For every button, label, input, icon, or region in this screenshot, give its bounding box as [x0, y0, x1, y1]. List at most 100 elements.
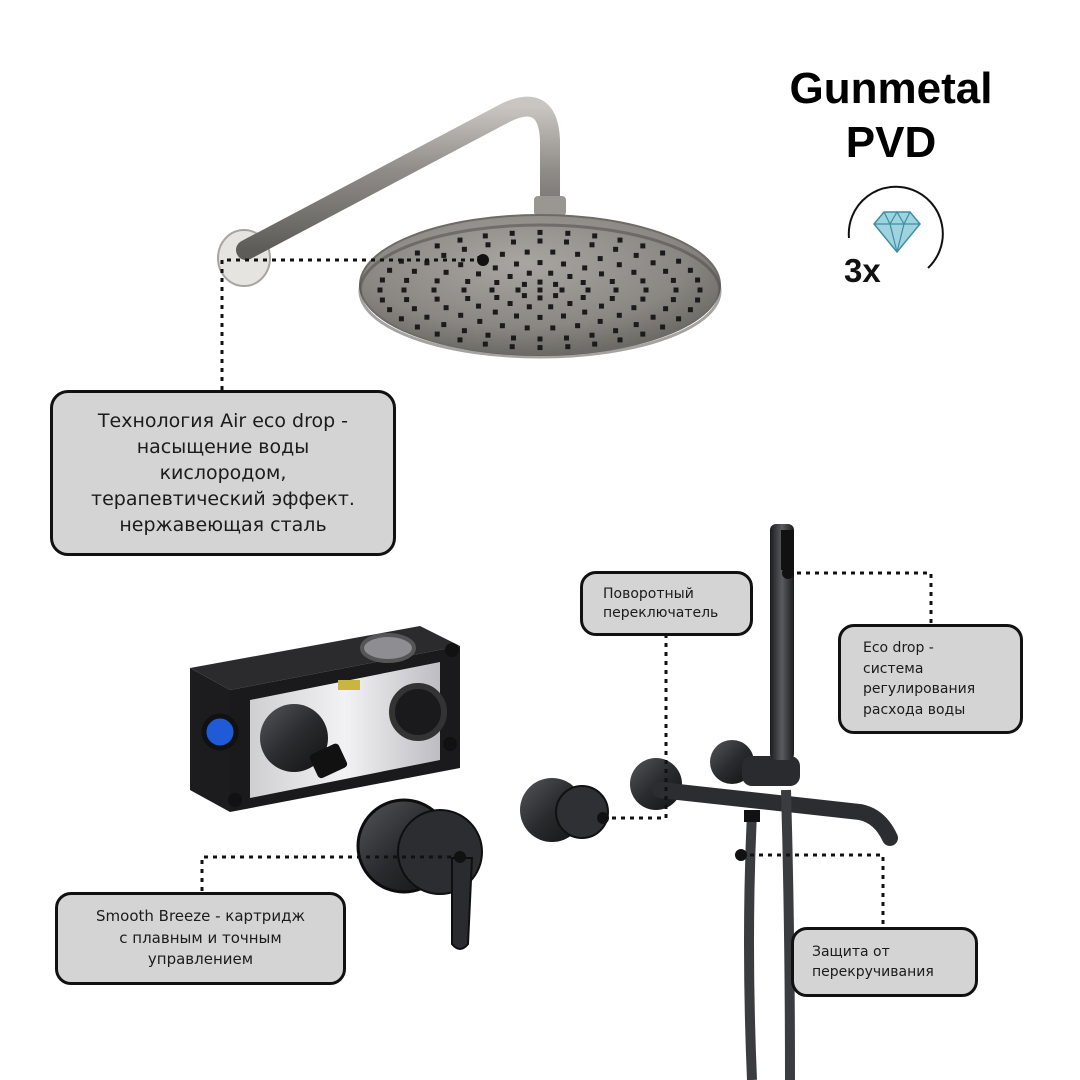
nozzle: [526, 304, 532, 310]
nozzle: [589, 332, 595, 338]
nozzle: [616, 312, 622, 318]
nozzle: [499, 323, 505, 329]
nozzle: [537, 229, 543, 235]
spout-pipe: [652, 782, 898, 846]
mixer-lever-illustration: [356, 798, 483, 950]
nozzle: [567, 301, 573, 306]
nozzle: [592, 341, 598, 347]
nozzle: [537, 336, 543, 342]
nozzle: [553, 281, 559, 287]
nozzle: [511, 335, 516, 341]
nozzle: [485, 242, 491, 248]
nozzle: [443, 305, 449, 311]
nozzle: [492, 265, 498, 271]
nozzle: [561, 261, 566, 267]
callout-air-eco-drop: Технология Air eco drop - насыщение воды…: [50, 390, 396, 556]
nozzle: [434, 278, 440, 284]
nozzle: [524, 249, 530, 255]
nozzle: [404, 277, 410, 283]
title-line-1: Gunmetal: [789, 64, 993, 113]
product-title: Gunmetal PVD: [760, 62, 1022, 170]
nozzle: [377, 287, 383, 293]
nozzle: [507, 301, 513, 306]
switch-knob: [555, 785, 609, 839]
nozzle: [564, 239, 569, 245]
nozzle: [550, 325, 556, 331]
nozzle: [514, 261, 519, 267]
nozzle: [592, 233, 598, 239]
nozzle: [398, 316, 404, 322]
nozzle: [537, 260, 543, 266]
leader-dot: [477, 254, 489, 266]
nozzle: [494, 280, 500, 285]
nozzle: [465, 279, 471, 284]
nozzle: [640, 296, 646, 302]
shower-head: [359, 214, 721, 356]
nozzle: [633, 322, 639, 328]
nozzle: [507, 274, 513, 279]
nozzle: [582, 309, 588, 315]
nozzle: [631, 305, 637, 311]
callout-smooth-breeze: Smooth Breeze - картридж с плавным и точ…: [55, 892, 346, 985]
nozzle: [673, 287, 679, 293]
hose-left: [744, 811, 757, 1080]
nozzle: [613, 246, 619, 252]
nozzle: [660, 250, 666, 256]
nozzle: [387, 267, 393, 273]
nozzle: [676, 316, 682, 322]
rotary-switch-illustration: [520, 778, 609, 842]
shower-head-edge: [358, 223, 722, 359]
nozzle: [482, 233, 488, 239]
nozzle: [414, 250, 420, 256]
nozzle: [640, 243, 646, 249]
coating-multiplier: 3x: [844, 252, 881, 289]
box-screw: [228, 793, 242, 807]
nozzle: [457, 337, 463, 343]
diamond-icon: [873, 210, 921, 254]
nozzle: [537, 345, 543, 351]
nozzle: [521, 281, 527, 287]
nozzle: [485, 332, 491, 338]
nozzle: [414, 324, 420, 330]
nozzle: [458, 262, 464, 268]
nozzle: [489, 287, 495, 293]
nozzle: [617, 237, 623, 243]
spray-nozzles: [377, 229, 703, 351]
callout-anti-twist-text: Защита от перекручивания: [812, 943, 934, 981]
nozzle: [434, 243, 440, 249]
nozzle: [575, 323, 581, 329]
callout-anti-twist: Защита от перекручивания: [791, 927, 978, 997]
nozzle: [564, 335, 569, 341]
nozzle: [514, 313, 519, 319]
nozzle: [424, 260, 430, 266]
nozzle: [548, 270, 554, 276]
hand-shower-handle: [770, 524, 794, 760]
nozzle: [494, 295, 500, 300]
nozzle: [650, 260, 656, 266]
nozzle: [633, 252, 639, 258]
hand-shower-head: [781, 530, 794, 570]
arm-connector: [534, 196, 566, 216]
nozzle: [550, 249, 556, 255]
leader-dot: [597, 812, 609, 824]
nozzle: [477, 318, 483, 324]
nozzle: [465, 296, 471, 301]
nozzle: [387, 307, 393, 313]
nozzle: [585, 287, 591, 293]
spirit-level: [338, 680, 360, 690]
nozzle: [589, 242, 595, 248]
nozzle: [537, 287, 543, 293]
leader-dot: [735, 849, 747, 861]
callout-air-eco-drop-text: Технология Air eco drop - насыщение воды…: [91, 410, 355, 536]
nozzle: [575, 251, 581, 257]
nozzle: [411, 306, 417, 312]
nozzle: [580, 280, 586, 285]
nozzle: [461, 328, 467, 334]
nozzle: [580, 295, 586, 300]
callout-eco-drop-text: Eco drop - система регулирования расхода…: [863, 640, 976, 718]
nozzle: [597, 318, 603, 324]
nozzle: [548, 304, 554, 310]
nozzle: [458, 312, 464, 318]
leader-rotary: [603, 636, 668, 820]
